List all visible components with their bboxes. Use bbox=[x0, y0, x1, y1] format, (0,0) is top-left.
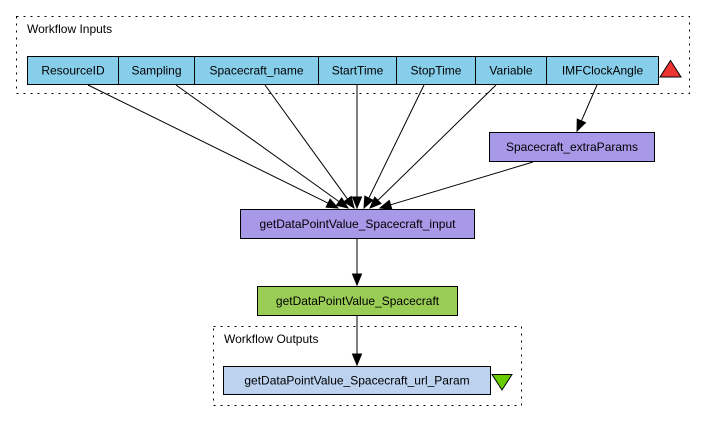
arrowhead-icon bbox=[351, 353, 363, 367]
input-node-label: Variable bbox=[489, 64, 532, 78]
input-node-label: StartTime bbox=[332, 64, 384, 78]
service-label: getDataPointValue_Spacecraft bbox=[276, 294, 440, 308]
output-node-box[interactable] bbox=[223, 366, 491, 395]
processor-getdatapointvalue-spacecraft-input[interactable]: getDataPointValue_Spacecraft_input bbox=[240, 209, 475, 239]
input-node-sampling[interactable]: Sampling bbox=[118, 56, 195, 85]
workflow-inputs-cluster: Workflow Inputs bbox=[16, 16, 690, 94]
input-node-box[interactable] bbox=[27, 56, 119, 85]
input-node-box[interactable] bbox=[546, 56, 659, 85]
edge-StopTime-to-getDataPointValue_Spacecraft_input bbox=[368, 84, 425, 199]
input-node-box[interactable] bbox=[194, 56, 319, 85]
processor-label: Spacecraft_extraParams bbox=[506, 140, 638, 154]
processor-box[interactable] bbox=[240, 209, 475, 239]
arrowhead-icon bbox=[363, 195, 374, 210]
arrowhead-icon bbox=[378, 199, 393, 210]
input-node-label: ResourceID bbox=[41, 64, 105, 78]
input-node-variable[interactable]: Variable bbox=[475, 56, 547, 85]
processor-spacecraft-extraparams[interactable]: Spacecraft_extraParams bbox=[489, 132, 655, 162]
output-node-label: getDataPointValue_Spacecraft_url_Param bbox=[244, 374, 469, 388]
output-node-url-param[interactable]: getDataPointValue_Spacecraft_url_Param bbox=[223, 366, 491, 395]
edge-Sampling-to-getDataPointValue_Spacecraft_input bbox=[175, 84, 340, 203]
arrowhead-icon bbox=[351, 273, 363, 287]
edge-Variable-to-getDataPointValue_Spacecraft_input bbox=[377, 84, 497, 201]
arrowhead-icon bbox=[369, 196, 382, 209]
arrowhead-icon bbox=[325, 198, 340, 209]
input-node-stoptime[interactable]: StopTime bbox=[396, 56, 476, 85]
processor-label: getDataPointValue_Spacecraft_input bbox=[260, 217, 457, 231]
inputs-cluster-border bbox=[16, 16, 690, 94]
outputs-cluster-title: Workflow Outputs bbox=[224, 332, 318, 346]
arrowhead-icon bbox=[576, 118, 587, 133]
edge-Spacecraft_extraParams-to-getDataPointValue_Spacecraft_input bbox=[390, 161, 534, 206]
input-node-starttime[interactable]: StartTime bbox=[318, 56, 397, 85]
input-triangle-icon bbox=[659, 59, 682, 78]
input-node-label: StopTime bbox=[411, 64, 462, 78]
inputs-cluster-title: Workflow Inputs bbox=[27, 22, 112, 36]
input-node-box[interactable] bbox=[118, 56, 195, 85]
input-node-imfclockangle[interactable]: IMFClockAngle bbox=[546, 56, 659, 85]
input-node-label: IMFClockAngle bbox=[562, 64, 644, 78]
service-getdatapointvalue-spacecraft[interactable]: getDataPointValue_Spacecraft bbox=[257, 286, 458, 316]
arrowhead-icon bbox=[343, 195, 355, 210]
service-box[interactable] bbox=[257, 286, 458, 316]
input-node-label: Spacecraft_name bbox=[209, 64, 303, 78]
input-node-resourceid[interactable]: ResourceID bbox=[27, 56, 119, 85]
input-node-box[interactable] bbox=[475, 56, 547, 85]
input-node-spacecraft-name[interactable]: Spacecraft_name bbox=[194, 56, 319, 85]
input-node-box[interactable] bbox=[396, 56, 476, 85]
processor-box[interactable] bbox=[489, 132, 655, 162]
arrowhead-icon bbox=[351, 196, 363, 210]
edges bbox=[87, 84, 598, 367]
edge-IMFClockAngle-to-Spacecraft_extraParams bbox=[580, 84, 598, 122]
input-node-label: Sampling bbox=[131, 64, 181, 78]
edge-ResourceID-to-getDataPointValue_Spacecraft_input bbox=[87, 84, 329, 204]
arrowhead-icon bbox=[335, 197, 350, 209]
outputs-cluster-border bbox=[213, 326, 522, 406]
output-triangle-icon bbox=[491, 374, 513, 391]
workflow-outputs-cluster: Workflow Outputs bbox=[213, 326, 522, 406]
edge-Spacecraft_name-to-getDataPointValue_Spacecraft_input bbox=[264, 84, 348, 200]
